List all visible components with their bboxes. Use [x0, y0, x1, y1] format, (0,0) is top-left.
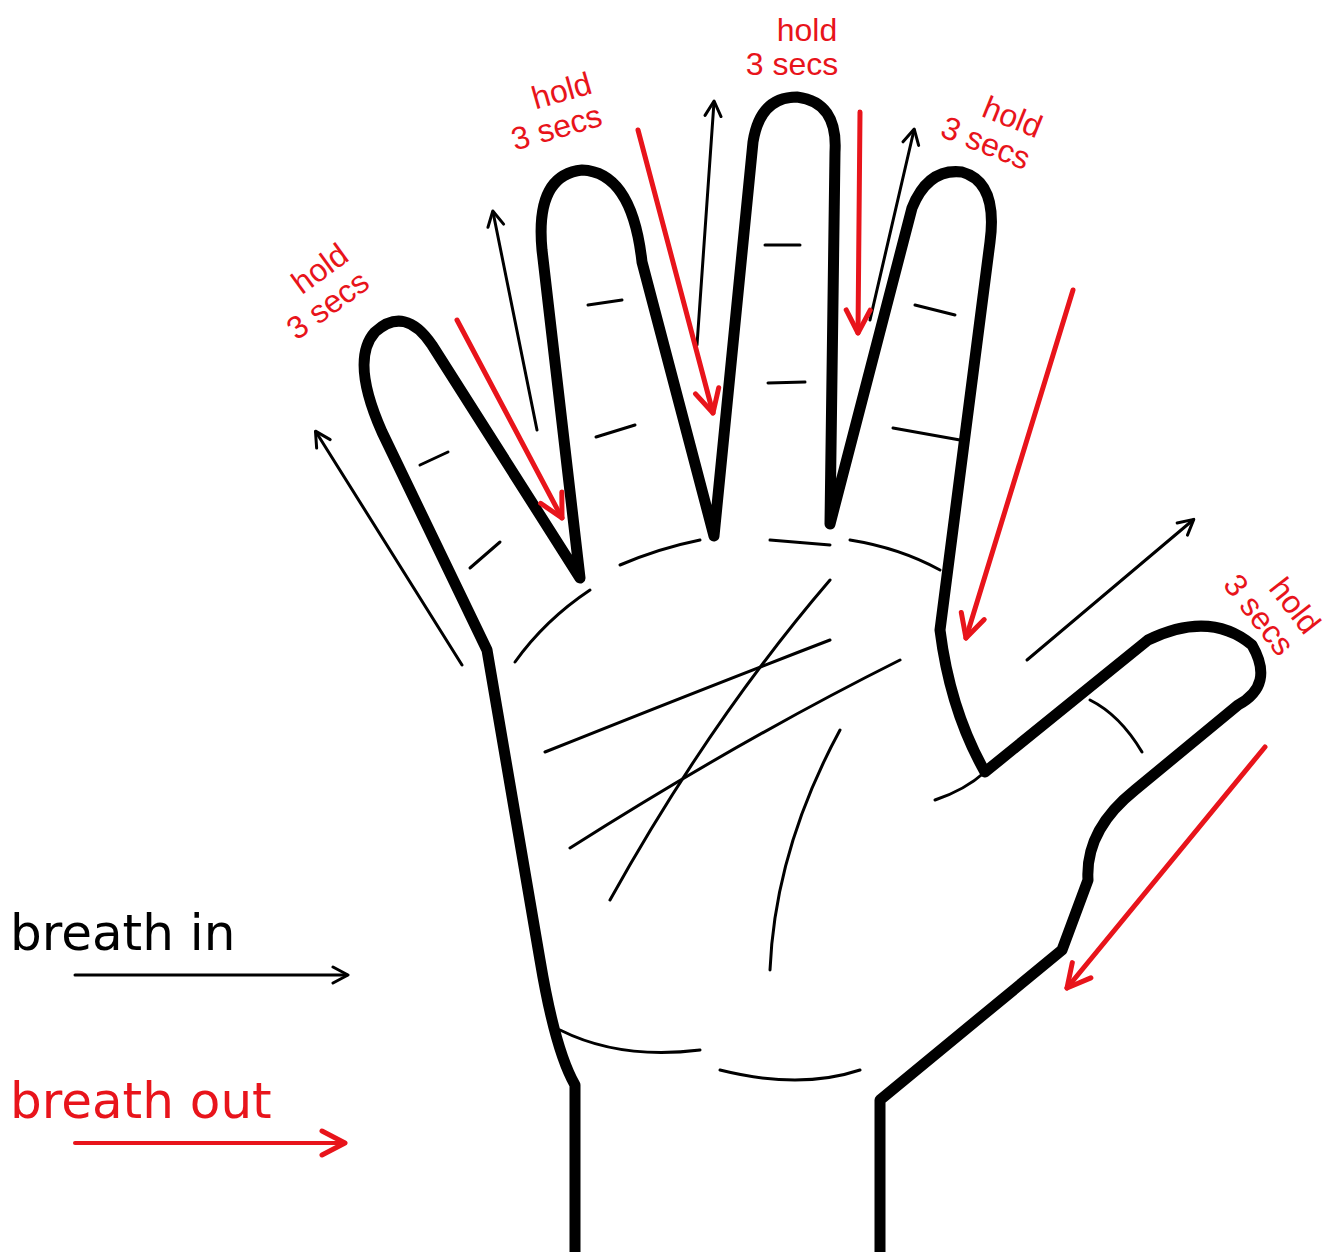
breath-in-sample	[75, 974, 347, 977]
breath-out-sample	[75, 1141, 345, 1145]
legend-text: breath out	[10, 1076, 272, 1126]
breath-out-arrows	[457, 112, 1265, 988]
legend-text: breath in	[10, 908, 235, 958]
hold-note: hold 3 secs	[489, 64, 615, 159]
breath-in-arrows	[316, 102, 1193, 665]
hold-note: hold 3 secs	[736, 14, 848, 81]
hold-note: hold 3 secs	[253, 232, 383, 352]
hand-outline	[364, 97, 1261, 1252]
hand-creases	[420, 245, 1142, 1080]
hold-note: hold 3 secs	[1211, 540, 1330, 670]
hold-note: hold 3 secs	[927, 76, 1056, 180]
